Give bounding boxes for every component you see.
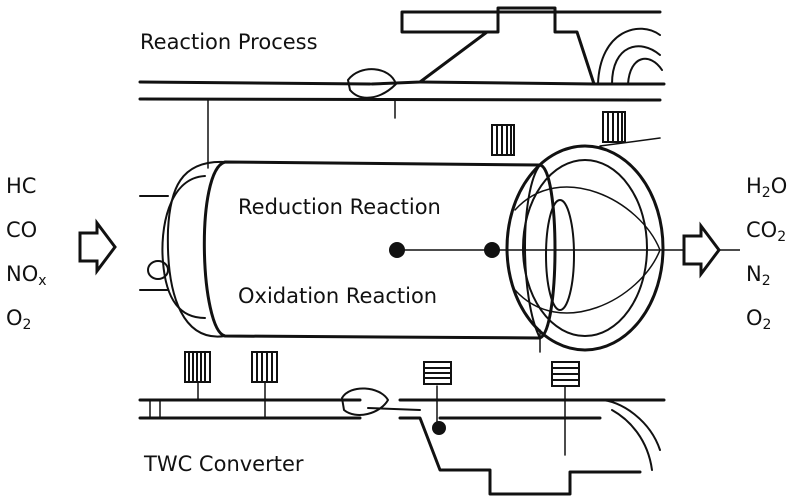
input-arrow	[78, 218, 117, 276]
input-gas-list: HC CO NOx O2	[6, 176, 47, 352]
bottom-dot	[432, 421, 446, 435]
output-gas: O2	[746, 306, 772, 333]
output-gas: H2O	[746, 174, 788, 201]
top-title: Reaction Process	[140, 30, 318, 54]
output-gas: CO2	[746, 218, 787, 245]
cylinder-body	[139, 137, 665, 352]
output-gas: N2	[746, 262, 771, 289]
input-gas: O2	[6, 306, 32, 333]
reduction-label: Reduction Reaction	[238, 195, 441, 219]
bottom-title: TWC Converter	[144, 452, 304, 476]
bottom-pipe-assembly	[138, 329, 666, 496]
output-arrow	[682, 221, 721, 279]
axis-dot-right	[484, 242, 500, 258]
axis-dot-left	[389, 242, 405, 258]
input-gas: CO	[6, 218, 38, 242]
output-gas-list: H2O CO2 N2 O2	[746, 176, 787, 352]
sensor-blocks	[184, 111, 626, 387]
input-gas: NOx	[6, 262, 47, 289]
oxidation-label: Oxidation Reaction	[238, 284, 438, 308]
top-pipe-assembly	[138, 6, 666, 169]
input-gas: HC	[6, 174, 37, 198]
